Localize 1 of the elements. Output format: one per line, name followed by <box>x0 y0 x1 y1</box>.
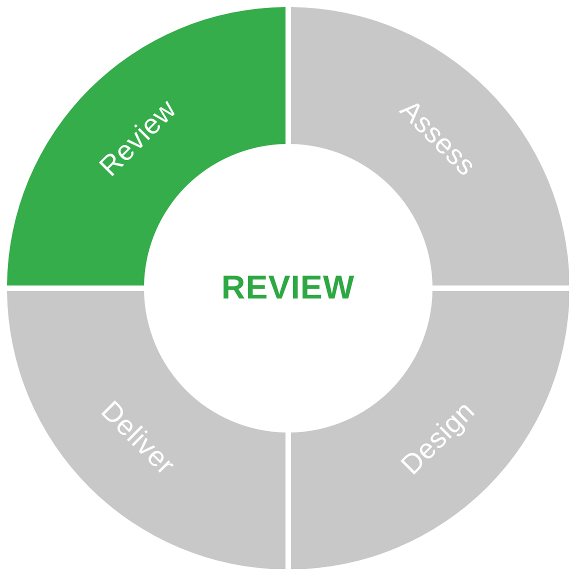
center-title: REVIEW <box>221 270 355 304</box>
